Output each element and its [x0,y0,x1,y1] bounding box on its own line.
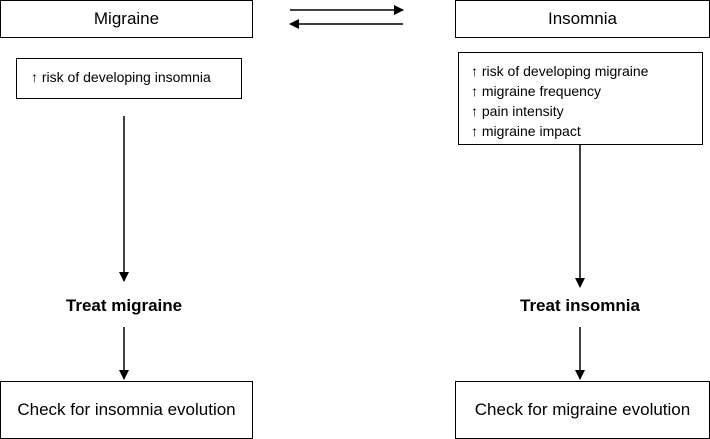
check-insomnia-box: Check for insomnia evolution [0,381,253,439]
check-insomnia-label: Check for insomnia evolution [17,400,236,419]
migraine-effects-box: ↑ risk of developing insomnia [16,58,242,99]
insomnia-effect-item: ↑ risk of developing migraine [471,63,649,79]
insomnia-effect-item: ↑ migraine impact [471,123,581,139]
treat-migraine-label: Treat migraine [65,296,183,315]
insomnia-effect-item: ↑ migraine frequency [471,83,601,99]
insomnia-effect-item: ↑ pain intensity [471,103,564,119]
migraine-title: Migraine [93,9,160,28]
insomnia-effects-box: ↑ risk of developing migraine ↑ migraine… [458,52,703,145]
insomnia-title: Insomnia [548,9,617,28]
migraine-box: Migraine [0,0,253,38]
insomnia-box: Insomnia [455,0,710,38]
migraine-effect-item: ↑ risk of developing insomnia [31,69,211,85]
check-migraine-label: Check for migraine evolution [474,400,691,419]
check-migraine-box: Check for migraine evolution [455,381,710,439]
treat-insomnia-label: Treat insomnia [520,296,640,315]
